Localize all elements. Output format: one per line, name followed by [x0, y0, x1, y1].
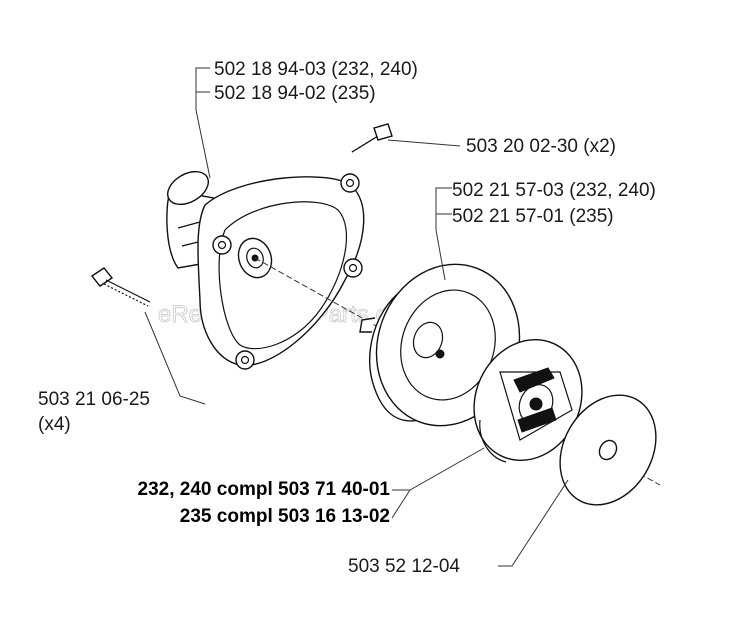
leader-lines: [144, 67, 569, 567]
label-drum-a: 502 21 57-03 (232, 240): [452, 180, 656, 201]
label-drum-b: 502 21 57-01 (235): [452, 206, 614, 227]
screw-left: [90, 267, 151, 307]
screw-top: [351, 123, 393, 153]
label-housing-a: 502 18 94-03 (232, 240): [214, 59, 418, 80]
clutch-housing: [166, 170, 365, 370]
label-clutch-b: 235 compl 503 16 13-02: [180, 506, 390, 527]
washer: [559, 394, 657, 506]
label-clutch-a: 232, 240 compl 503 71 40-01: [138, 479, 391, 500]
label-housing-b: 502 18 94-02 (235): [214, 83, 376, 104]
clutch-shoes: [473, 338, 583, 463]
label-washer: 503 52 12-04: [348, 556, 460, 577]
label-screw-left-b: (x4): [38, 414, 71, 435]
label-screw-top: 503 20 02-30 (x2): [466, 136, 616, 157]
label-screw-left-a: 503 21 06-25: [38, 389, 150, 410]
